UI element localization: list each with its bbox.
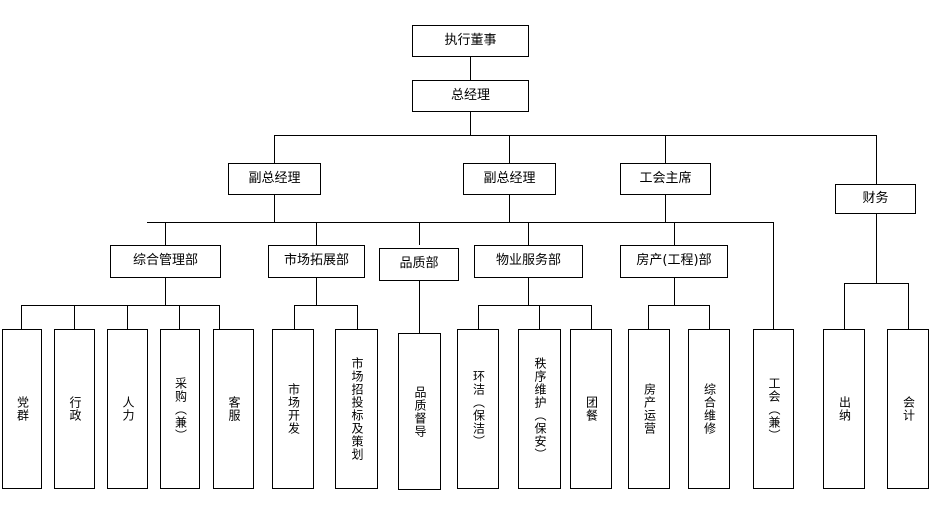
connector-bus-to-dept-property-service <box>528 222 529 245</box>
connector-bus-to-finance <box>876 135 877 184</box>
connector-to-leaf-administration <box>74 305 75 329</box>
node-leaf-comprehensive-repair[interactable]: 综合维修 <box>688 329 730 489</box>
connector-general-management-down <box>165 277 166 305</box>
node-dept-property-service[interactable]: 物业服务部 <box>474 245 583 278</box>
node-leaf-order-maintenance[interactable]: 秩序维护（保安） <box>518 329 561 489</box>
connector-to-leaf-accountant <box>908 283 909 329</box>
node-dept-general-management[interactable]: 综合管理部 <box>110 245 221 278</box>
connector-ed-to-gm <box>470 56 471 80</box>
node-leaf-group-meal[interactable]: 团餐 <box>570 329 612 489</box>
connector-union-chairman-down <box>665 194 666 223</box>
connector-bus-to-dept-quality <box>419 222 420 245</box>
connector-bus-to-deputy-gm-2 <box>509 135 510 163</box>
connector-bus-to-union-chairman <box>665 135 666 163</box>
connector-bus-to-dept-general-management <box>165 222 166 245</box>
bus-level3 <box>274 135 876 136</box>
node-dept-quality[interactable]: 品质部 <box>379 248 459 281</box>
connector-to-leaf-cashier <box>844 283 845 329</box>
node-leaf-administration[interactable]: 行政 <box>54 329 95 489</box>
bus-finance-children <box>844 283 908 284</box>
connector-quality-to-leaf-quality-supervision <box>419 277 420 333</box>
connector-deputy-gm-1-down <box>274 194 275 223</box>
node-leaf-cashier[interactable]: 出纳 <box>823 329 865 489</box>
connector-to-leaf-procurement <box>179 305 180 329</box>
node-leaf-quality-supervision[interactable]: 品质督导 <box>398 333 441 490</box>
connector-bus-to-dept-market-expansion <box>316 222 317 245</box>
connector-to-leaf-realestate-operation <box>648 305 649 329</box>
node-leaf-realestate-operation[interactable]: 房产运营 <box>628 329 670 489</box>
bus-general-management-children <box>21 305 219 306</box>
connector-market-expansion-down <box>316 277 317 305</box>
connector-to-leaf-bidding-planning <box>357 305 358 329</box>
connector-to-leaf-human-resources <box>127 305 128 329</box>
node-leaf-union-concurrent[interactable]: 工会（兼） <box>753 329 794 489</box>
connector-to-leaf-party-mass <box>21 305 22 329</box>
bus-property-service-children <box>478 305 591 306</box>
bus-departments <box>147 222 774 223</box>
connector-realestate-engineering-down <box>674 277 675 305</box>
node-dept-realestate-engineering[interactable]: 房产(工程)部 <box>620 245 728 278</box>
connector-bus-to-deputy-gm-1 <box>274 135 275 163</box>
node-leaf-human-resources[interactable]: 人力 <box>107 329 148 489</box>
connector-bus-to-leaf-union-concurrent <box>773 222 774 329</box>
node-deputy-gm-2[interactable]: 副总经理 <box>463 163 556 195</box>
node-union-chairman[interactable]: 工会主席 <box>620 163 711 195</box>
node-dept-market-expansion[interactable]: 市场拓展部 <box>268 245 365 278</box>
connector-to-leaf-order-maintenance <box>539 305 540 329</box>
node-leaf-customer-service[interactable]: 客服 <box>213 329 254 489</box>
connector-to-leaf-cleaning <box>478 305 479 329</box>
node-executive-director[interactable]: 执行董事 <box>412 25 529 57</box>
node-deputy-gm-1[interactable]: 副总经理 <box>228 163 321 195</box>
connector-finance-down <box>876 213 877 283</box>
connector-bus-to-dept-realestate-engineering <box>674 222 675 245</box>
node-finance[interactable]: 财务 <box>835 184 916 214</box>
node-general-manager[interactable]: 总经理 <box>412 80 529 112</box>
connector-property-service-down <box>528 277 529 305</box>
node-leaf-procurement[interactable]: 采购（兼） <box>160 329 200 489</box>
bus-market-expansion-children <box>294 305 358 306</box>
connector-to-leaf-group-meal <box>591 305 592 329</box>
connector-to-leaf-market-development <box>294 305 295 329</box>
node-leaf-accountant[interactable]: 会计 <box>887 329 929 489</box>
node-leaf-bidding-planning[interactable]: 市场招投标及策划 <box>335 329 378 489</box>
node-leaf-cleaning[interactable]: 环洁（保洁） <box>457 329 499 489</box>
bus-realestate-engineering-children <box>648 305 709 306</box>
node-leaf-market-development[interactable]: 市场开发 <box>272 329 314 489</box>
node-leaf-party-mass[interactable]: 党群 <box>2 329 42 489</box>
connector-to-leaf-customer-service <box>219 305 220 329</box>
connector-gm-down <box>470 111 471 135</box>
connector-to-leaf-comprehensive-repair <box>709 305 710 329</box>
connector-deputy-gm-2-down <box>509 194 510 223</box>
